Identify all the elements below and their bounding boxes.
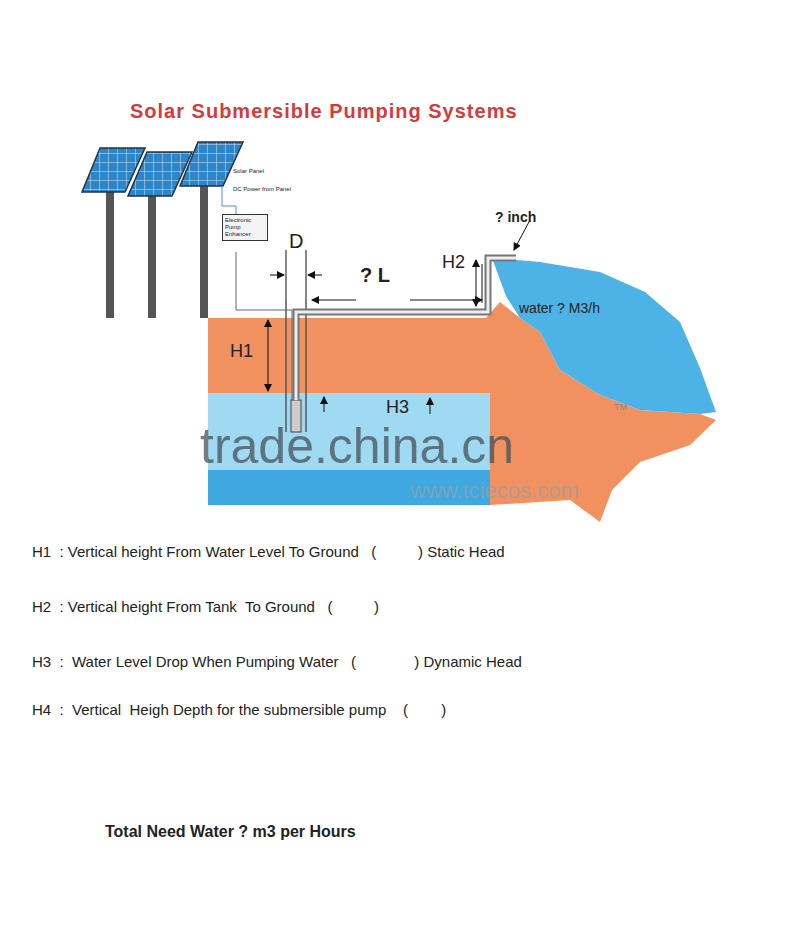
controller-label: Electronic Pump Enhancer [225, 217, 265, 238]
dimension-label: H2 [442, 252, 465, 273]
dimension-label: D [289, 230, 303, 253]
legend-line: H2 : Vertical height From Tank To Ground… [32, 598, 379, 615]
requirement-line: Total Need Water ? m3 per Hours [105, 823, 356, 841]
pump-cable [236, 252, 292, 420]
controller-box: Electronic Pump Enhancer [222, 214, 268, 241]
panel-label: Solar Panel [233, 168, 264, 175]
diagram-title: Solar Submersible Pumping Systems [130, 100, 518, 123]
callout-label: ? inch [495, 209, 536, 225]
watermark: trade.china.cn [200, 418, 514, 476]
delivery-pipe [296, 258, 516, 400]
power-label: DC Power from Panel [233, 186, 291, 193]
legend-line: H3 : Water Level Drop When Pumping Water… [32, 653, 522, 670]
watermark: www.tciecos.com [410, 478, 579, 503]
flow-label: water ? M3/h [519, 300, 600, 316]
river [492, 258, 716, 414]
legend-line: H4 : Vertical Heigh Depth for the submer… [32, 701, 446, 718]
dimension-label: H1 [230, 341, 253, 362]
dimension-label: H3 [386, 397, 409, 418]
legend-line: H1 : Vertical height From Water Level To… [32, 543, 505, 560]
solar-panels [82, 142, 243, 318]
dimension-lines [268, 220, 530, 414]
watermark: TM [614, 402, 627, 412]
dimension-label: ? L [360, 264, 390, 287]
